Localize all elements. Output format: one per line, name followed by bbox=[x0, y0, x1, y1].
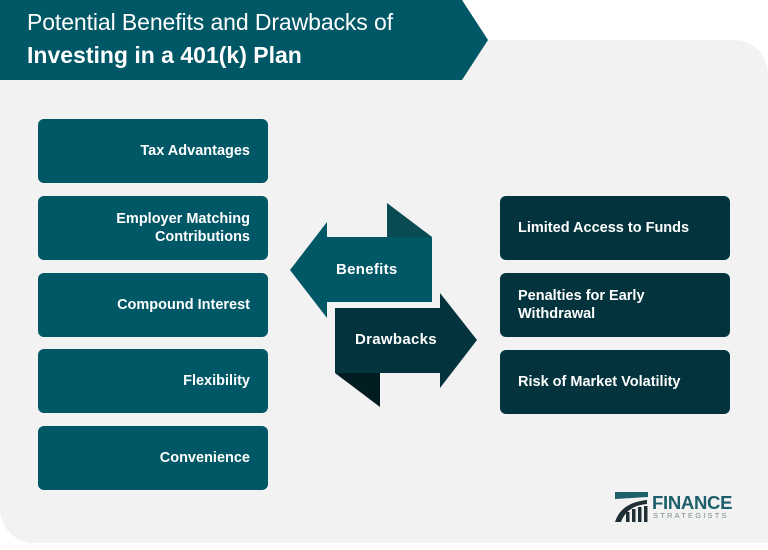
drawback-label: Risk of Market Volatility bbox=[518, 374, 681, 390]
benefit-tax-advantages: Tax Advantages bbox=[38, 119, 268, 183]
drawback-penalties: Penalties for Early Withdrawal bbox=[500, 273, 730, 337]
drawback-market-volatility: Risk of Market Volatility bbox=[500, 350, 730, 414]
drawback-label: Penalties for Early Withdrawal bbox=[518, 288, 645, 322]
benefit-label: Compound Interest bbox=[117, 297, 250, 313]
benefit-convenience: Convenience bbox=[38, 426, 268, 490]
benefit-flexibility: Flexibility bbox=[38, 349, 268, 413]
finance-strategists-logo: FINANCE STRATEGISTS bbox=[614, 490, 734, 524]
benefit-label: Convenience bbox=[159, 450, 250, 466]
logo-name: FINANCE bbox=[652, 492, 733, 513]
benefits-arrow-label: Benefits bbox=[336, 261, 398, 278]
title-line-2: Investing in a 401(k) Plan bbox=[27, 42, 302, 68]
title-banner: Potential Benefits and Drawbacks of Inve… bbox=[0, 0, 488, 80]
benefit-employer-matching: Employer Matching Contributions bbox=[38, 196, 268, 260]
title-line-1: Potential Benefits and Drawbacks of bbox=[27, 9, 393, 35]
benefit-label: Employer Matching Contributions bbox=[116, 211, 250, 245]
drawback-limited-access: Limited Access to Funds bbox=[500, 196, 730, 260]
benefit-label: Tax Advantages bbox=[140, 143, 250, 159]
banner-shape bbox=[0, 0, 488, 80]
drawbacks-arrow-label: Drawbacks bbox=[355, 331, 437, 348]
logo-icon bbox=[615, 492, 648, 522]
drawback-label: Limited Access to Funds bbox=[518, 220, 690, 236]
benefit-compound-interest: Compound Interest bbox=[38, 273, 268, 337]
logo-subtitle: STRATEGISTS bbox=[653, 511, 729, 520]
benefit-label: Flexibility bbox=[183, 373, 250, 389]
